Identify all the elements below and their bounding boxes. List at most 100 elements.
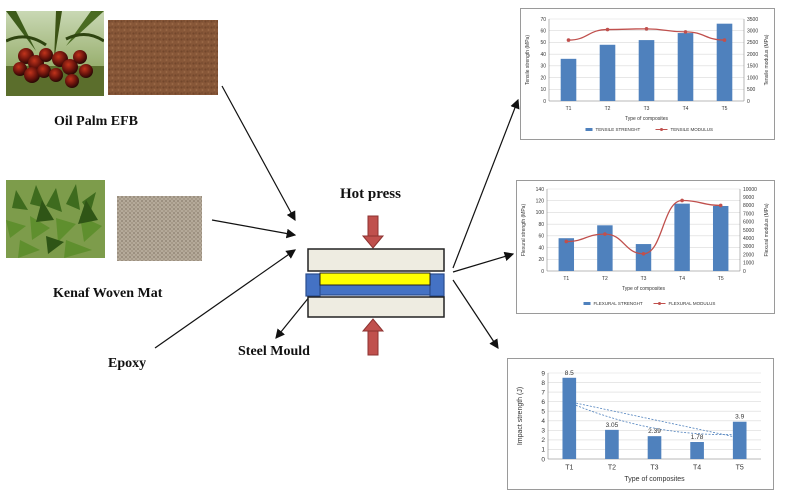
bar xyxy=(599,44,616,101)
legend-label-line: FLEXURAL MODULUS xyxy=(669,301,716,306)
x-tick-label: T1 xyxy=(566,106,572,112)
line-point xyxy=(644,27,649,31)
y-axis-label: Impact strength (J) xyxy=(517,387,524,445)
oil-palm-fruit-photo xyxy=(6,11,104,96)
x-axis-label: Type of composites xyxy=(624,476,685,483)
x-tick-label: T5 xyxy=(718,276,724,282)
line-point xyxy=(605,27,610,32)
x-tick-label: T5 xyxy=(736,465,744,472)
line-point xyxy=(564,239,569,244)
x-tick-label: T4 xyxy=(679,276,685,282)
epoxy-label: Epoxy xyxy=(108,356,147,371)
data-label: 2.39 xyxy=(648,428,661,435)
y-tick-label: 40 xyxy=(540,52,546,58)
y-tick-label: 80 xyxy=(538,222,544,228)
arrow-press-to-flexural xyxy=(452,251,515,273)
data-label: 1.78 xyxy=(691,434,704,441)
arrow-epoxy-to-press xyxy=(154,249,296,349)
bottom-press-plate xyxy=(307,296,445,318)
y2-tick-label: 2500 xyxy=(747,40,758,46)
y2-tick-label: 500 xyxy=(747,87,756,93)
line-point xyxy=(641,251,646,256)
oil-palm-efb-label: Oil Palm EFB xyxy=(54,114,138,129)
y-tick-label: 6 xyxy=(541,399,545,406)
bar xyxy=(558,238,575,271)
y-tick-label: 7 xyxy=(541,389,545,396)
x-axis-label: Type of composites xyxy=(625,116,669,122)
y2-tick-label: 10000 xyxy=(743,187,757,193)
y-axis-label: Flexural strength (MPa) xyxy=(521,204,527,257)
composite-layer xyxy=(319,272,431,286)
arrow-steel-mould-pointer xyxy=(275,295,311,339)
line-point xyxy=(718,203,723,208)
y2-tick-label: 8000 xyxy=(743,203,754,209)
x-tick-label: T4 xyxy=(693,465,701,472)
y2-tick-label: 0 xyxy=(747,99,750,105)
kenaf-woven-mat-photo xyxy=(117,196,202,261)
y2-axis-label: Tensile modulus (MPa) xyxy=(764,34,770,85)
line-point xyxy=(566,38,571,42)
y-tick-label: 20 xyxy=(538,257,544,263)
y2-tick-label: 0 xyxy=(743,269,746,275)
x-tick-label: T1 xyxy=(563,276,569,282)
y-tick-label: 100 xyxy=(536,210,545,216)
data-label: 3.05 xyxy=(606,422,619,429)
x-tick-label: T5 xyxy=(722,106,728,112)
legend-swatch-point xyxy=(660,128,663,131)
arrow-press-to-tensile xyxy=(452,98,520,269)
bar xyxy=(562,377,577,459)
y2-tick-label: 5000 xyxy=(743,228,754,234)
y2-axis-label: Flexural modulus (MPa) xyxy=(764,203,770,256)
y2-tick-label: 2000 xyxy=(747,52,758,58)
y2-tick-label: 3500 xyxy=(747,17,758,23)
x-tick-label: T1 xyxy=(565,465,573,472)
y-tick-label: 120 xyxy=(536,198,545,204)
hot-press-assembly xyxy=(305,215,445,356)
y-tick-label: 140 xyxy=(536,187,545,193)
x-tick-label: T2 xyxy=(608,465,616,472)
x-axis-label: Type of composites xyxy=(622,286,666,292)
y2-tick-label: 2000 xyxy=(743,252,754,258)
bar xyxy=(677,33,694,101)
y2-tick-label: 1000 xyxy=(747,75,758,81)
bar xyxy=(690,441,704,459)
x-tick-label: T3 xyxy=(644,106,650,112)
y2-tick-label: 3000 xyxy=(747,28,758,34)
efb-fibre-photo xyxy=(108,20,218,95)
bar xyxy=(560,58,577,101)
y2-tick-label: 1500 xyxy=(747,64,758,70)
bar xyxy=(638,40,655,101)
y2-tick-label: 9000 xyxy=(743,195,754,201)
y-tick-label: 30 xyxy=(540,64,546,70)
y-tick-label: 0 xyxy=(543,99,546,105)
bar xyxy=(597,225,613,271)
y-tick-label: 10 xyxy=(540,87,546,93)
legend-label-bar: TENSILE STRENGHT xyxy=(596,127,641,132)
y-tick-label: 60 xyxy=(538,234,544,240)
legend-swatch-point xyxy=(658,302,661,305)
bar xyxy=(716,23,733,101)
bar xyxy=(732,421,747,459)
legend-swatch-bar xyxy=(583,302,591,305)
y2-tick-label: 7000 xyxy=(743,211,754,217)
x-tick-label: T4 xyxy=(683,106,689,112)
arrow-press-to-impact xyxy=(452,279,499,350)
line-point xyxy=(722,38,727,42)
data-label: 3.9 xyxy=(735,414,744,421)
steel-mould-label: Steel Mould xyxy=(238,344,310,359)
y-tick-label: 9 xyxy=(541,370,545,377)
kenaf-woven-mat-label: Kenaf Woven Mat xyxy=(53,286,163,301)
line-point xyxy=(603,232,607,236)
legend-swatch-bar xyxy=(585,128,593,131)
bar xyxy=(674,203,690,271)
y-tick-label: 2 xyxy=(541,437,545,444)
arrow-efb-to-press xyxy=(221,85,296,222)
y-tick-label: 5 xyxy=(541,408,545,415)
legend-label-bar: FLEXURAL STRENGHT xyxy=(594,301,643,306)
y2-tick-label: 3000 xyxy=(743,244,754,250)
line-point xyxy=(683,30,688,34)
arrow-kenaf-to-press xyxy=(211,219,297,239)
